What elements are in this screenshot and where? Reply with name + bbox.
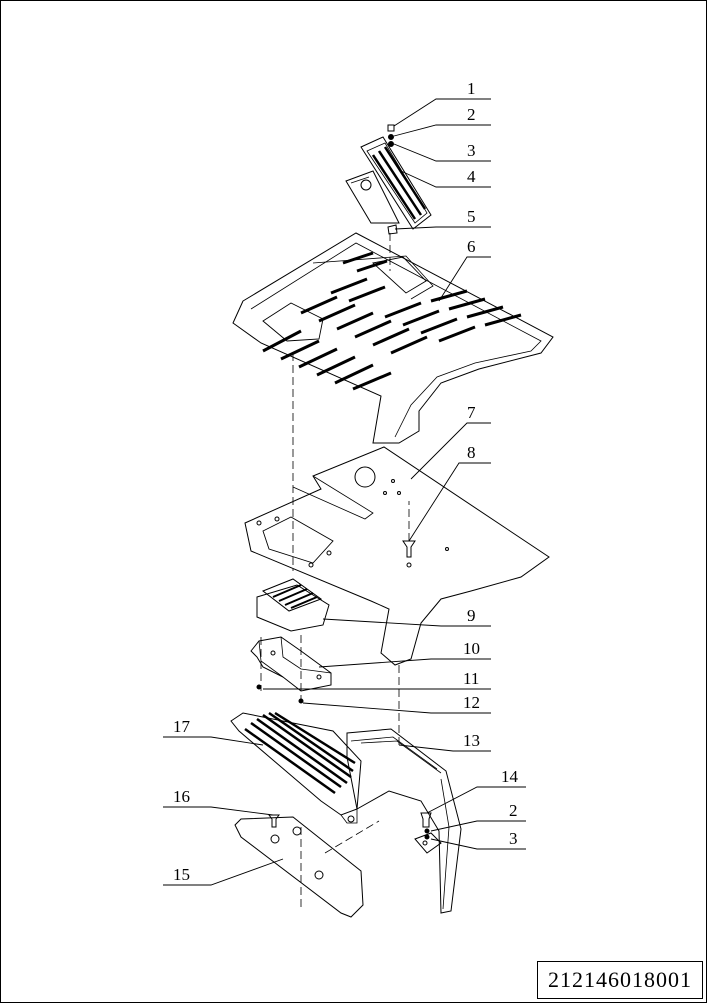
callout-3: 3 [467,141,476,160]
callout-15: 15 [173,865,190,884]
callout-11: 11 [463,669,479,688]
callout-14: 14 [501,767,519,786]
callout-2: 2 [467,105,476,124]
callout-10: 10 [463,639,480,658]
part-13-side-bracket [346,728,462,914]
part-9-brake-pedal [256,578,330,632]
part-17-step-tread [230,711,362,824]
callout-numbers: 1 2 3 4 5 6 7 8 9 10 11 12 13 14 2 3 16 … [173,79,519,884]
part-15-step-plate [234,814,364,918]
callout-1: 1 [467,79,476,98]
part-7-floor-plate [244,446,550,666]
callout-6: 6 [467,237,476,256]
callout-4: 4 [467,167,476,186]
callout-2b: 2 [509,801,518,820]
callout-12: 12 [463,693,480,712]
callout-17: 17 [173,717,191,736]
callout-16: 16 [173,787,190,806]
part-6-floor-grate [232,232,554,444]
callout-9: 9 [467,606,476,625]
callout-3b: 3 [509,829,518,848]
drawing-number-box: 212146018001 [537,961,703,999]
callout-8: 8 [467,443,476,462]
part-4-accelerator-pedal [345,124,432,235]
leader-lines [163,98,526,886]
drawing-number: 212146018001 [548,967,692,992]
alignment-lines [260,233,410,907]
part-10-bracket [250,636,332,704]
callout-5: 5 [467,207,476,226]
callout-13: 13 [463,731,480,750]
callout-7: 7 [467,403,476,422]
